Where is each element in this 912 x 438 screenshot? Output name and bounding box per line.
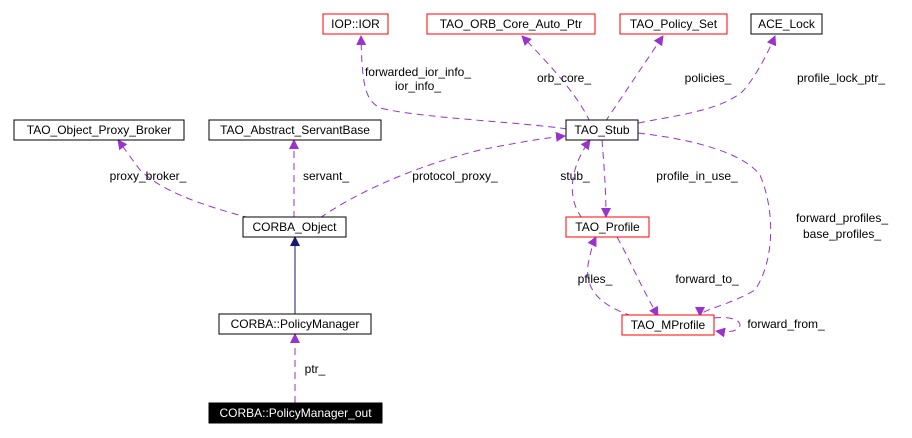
edge-profile-to-mprofile bbox=[616, 236, 659, 317]
edges bbox=[117, 35, 777, 403]
edge-stub-to-profile bbox=[600, 139, 611, 218]
node-tao-object-proxy-broker[interactable]: TAO_Object_Proxy_Broker bbox=[13, 119, 185, 141]
node-label: TAO_Object_Proxy_Broker bbox=[27, 123, 172, 137]
edge-label-proxy-broker: proxy_broker_ bbox=[110, 169, 187, 183]
edge-mprofile-to-profile bbox=[587, 236, 633, 317]
edge-label-forwarded-ior-info: forwarded_ior_info_ bbox=[365, 65, 471, 79]
node-corba-policymanager-out[interactable]: CORBA::PolicyManager_out bbox=[208, 402, 383, 424]
edge-label-forward-to: forward_to_ bbox=[675, 272, 739, 286]
edge-label-profile-in-use: profile_in_use_ bbox=[656, 169, 738, 183]
node-label: TAO_Stub bbox=[574, 123, 629, 137]
edge-label-ptr: ptr_ bbox=[305, 362, 326, 376]
node-label: TAO_Policy_Set bbox=[630, 17, 718, 31]
node-iop-ior[interactable]: IOP::IOR bbox=[322, 13, 389, 35]
node-label: CORBA::PolicyManager bbox=[231, 317, 360, 331]
node-tao-policy-set[interactable]: TAO_Policy_Set bbox=[619, 13, 728, 35]
edge-stub-to-policyset bbox=[604, 35, 664, 123]
edge-stub-to-acelock bbox=[637, 35, 777, 124]
edge-object-to-proxybroker bbox=[117, 139, 251, 219]
node-tao-orb-core-auto-ptr[interactable]: TAO_ORB_Core_Auto_Ptr bbox=[426, 13, 596, 35]
edge-label-pfiles: pfiles_ bbox=[578, 272, 613, 286]
node-label: CORBA_Object bbox=[252, 220, 337, 234]
edge-labels: forwarded_ior_info_ ior_info_ orb_core_ … bbox=[110, 65, 889, 376]
edge-label-stub: stub_ bbox=[560, 169, 590, 183]
node-label: TAO_Abstract_ServantBase bbox=[220, 123, 370, 137]
edge-label-base-profiles: base_profiles_ bbox=[803, 227, 881, 241]
nodes: IOP::IOR TAO_ORB_Core_Auto_Ptr TAO_Polic… bbox=[13, 13, 823, 424]
edge-label-protocol-proxy: protocol_proxy_ bbox=[412, 169, 498, 183]
node-label: IOP::IOR bbox=[331, 17, 380, 31]
edge-profile-to-stub bbox=[571, 139, 591, 219]
node-tao-mprofile[interactable]: TAO_MProfile bbox=[621, 314, 715, 336]
node-corba-object[interactable]: CORBA_Object bbox=[242, 216, 347, 238]
edge-label-servant: servant_ bbox=[303, 169, 349, 183]
node-tao-abstract-servantbase[interactable]: TAO_Abstract_ServantBase bbox=[208, 119, 382, 141]
edge-label-profile-lock-ptr: profile_lock_ptr_ bbox=[797, 71, 885, 85]
node-label: ACE_Lock bbox=[758, 17, 816, 31]
edge-mprofile-self bbox=[713, 317, 741, 338]
edge-label-orb-core: orb_core_ bbox=[537, 71, 591, 85]
node-ace-lock[interactable]: ACE_Lock bbox=[750, 13, 823, 35]
node-label: TAO_Profile bbox=[575, 220, 640, 234]
node-label: CORBA::PolicyManager_out bbox=[219, 406, 372, 420]
edge-label-forward-profiles: forward_profiles_ bbox=[796, 211, 888, 225]
node-label: TAO_MProfile bbox=[631, 318, 706, 332]
node-tao-stub[interactable]: TAO_Stub bbox=[565, 119, 639, 141]
edge-label-ior-info: ior_info_ bbox=[395, 79, 441, 93]
edge-label-policies: policies_ bbox=[685, 71, 732, 85]
edge-object-to-stub bbox=[319, 131, 566, 219]
node-label: TAO_ORB_Core_Auto_Ptr bbox=[440, 17, 583, 31]
edge-stub-to-mprofile bbox=[637, 132, 772, 317]
node-corba-policymanager[interactable]: CORBA::PolicyManager bbox=[218, 313, 372, 335]
edge-label-forward-from: forward_from_ bbox=[747, 317, 825, 331]
node-tao-profile[interactable]: TAO_Profile bbox=[565, 216, 650, 238]
